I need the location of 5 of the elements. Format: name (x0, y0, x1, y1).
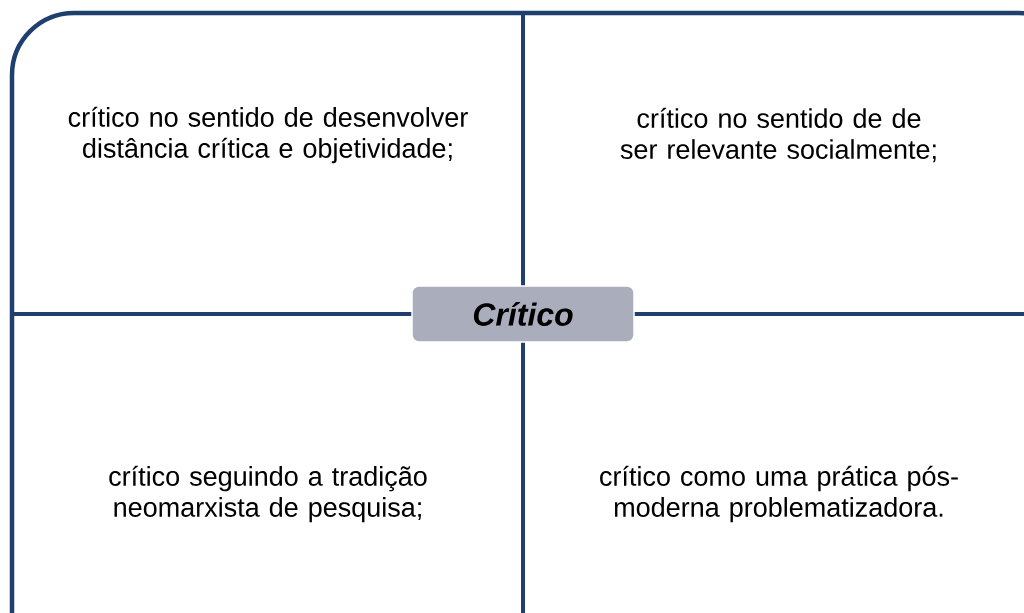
quadrant-text: crítico como uma prática pós-moderna problematizadora. (600, 465, 958, 523)
quadrant-text: crítico seguindo a tradição neomarxista de pesquisa; (109, 465, 427, 523)
quadrant-text: crítico no sentido de de ser relevante socialmente; (620, 107, 936, 163)
quadrant-text: crítico no sentido de desenvolver distância crítica e objetividade; (68, 106, 468, 164)
title-box: Crítico (411, 285, 635, 343)
